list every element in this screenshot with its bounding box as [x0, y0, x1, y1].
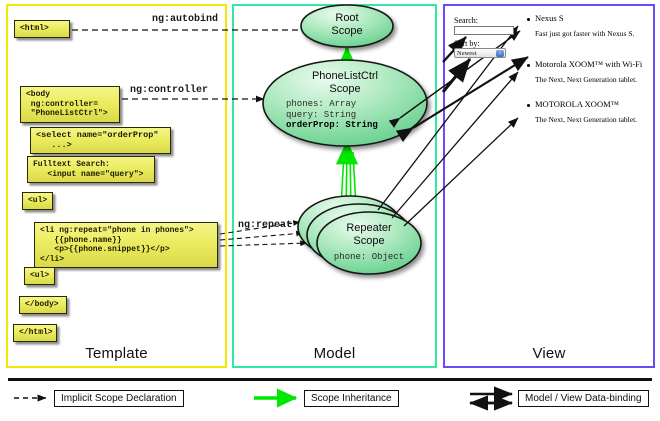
view-search-label: Search: — [454, 16, 478, 25]
legend-item-implicit-scope-declaration: Implicit Scope Declaration — [54, 390, 184, 407]
list-bullet — [527, 18, 530, 21]
panel-view-title: View — [532, 345, 566, 362]
chevron-down-icon: ↕ — [496, 50, 504, 57]
view-phone-snippet-0: Fast just got faster with Nexus S. — [535, 29, 635, 38]
legend-glyph-double-arrow — [469, 386, 513, 411]
list-bullet — [527, 104, 530, 107]
panel-model-title: Model — [313, 345, 356, 362]
panel-template-title: Template — [85, 345, 148, 362]
legend-item-model-view-data-binding: Model / View Data-binding — [518, 390, 649, 407]
edge-label-ng-repeat: ng:repeat — [238, 220, 293, 231]
code-box-html-close: </html> — [13, 324, 57, 342]
edge-binding-phone-2 — [391, 71, 519, 219]
view-phone-name-0: Nexus S — [535, 13, 564, 23]
code-box-li-repeat: <li ng:repeat="phone in phones"> {{phone… — [34, 222, 218, 268]
scope-phonelistctrl — [262, 59, 428, 147]
legend-divider — [8, 378, 652, 381]
code-box-body-close: </body> — [19, 296, 67, 314]
scope-root — [300, 4, 394, 48]
edge-view-sort-select — [441, 58, 472, 93]
sort-by-select[interactable]: Newest ↕ — [454, 48, 506, 58]
edge-binding-phone-3 — [403, 117, 519, 227]
list-bullet — [527, 64, 530, 67]
edge-binding-orderprop — [395, 56, 529, 143]
scope-repeater-stack — [297, 195, 422, 275]
edge-label-ng-autobind: ng:autobind — [152, 14, 219, 25]
view-phone-snippet-1: The Next, Next Generation tablet. — [535, 75, 638, 84]
search-input[interactable] — [454, 26, 514, 35]
view-phone-snippet-2: The Next, Next Generation tablet. — [535, 115, 638, 124]
code-box-html-open: <html> — [14, 20, 70, 38]
code-box-body-open: <body ng:controller= "PhoneListCtrl"> — [20, 86, 120, 123]
view-phone-name-1: Motorola XOOM™ with Wi-Fi — [535, 59, 643, 69]
edge-label-ng-controller: ng:controller — [130, 85, 209, 96]
view-sort-label: Sort by: — [454, 39, 480, 48]
code-box-ul-open: <ul> — [22, 192, 53, 210]
code-box-select-tag: <select name="orderProp" ...> — [30, 127, 171, 154]
legend-item-scope-inheritance: Scope Inheritance — [304, 390, 399, 407]
code-box-ul-close: <ul> — [24, 267, 55, 285]
sort-by-selected-value: Newest — [457, 50, 477, 57]
code-box-fulltext-search: Fulltext Search: <input name="query"> — [27, 156, 155, 183]
view-phone-name-2: MOTOROLA XOOM™ — [535, 99, 619, 109]
edge-ng-repeat — [219, 220, 308, 247]
